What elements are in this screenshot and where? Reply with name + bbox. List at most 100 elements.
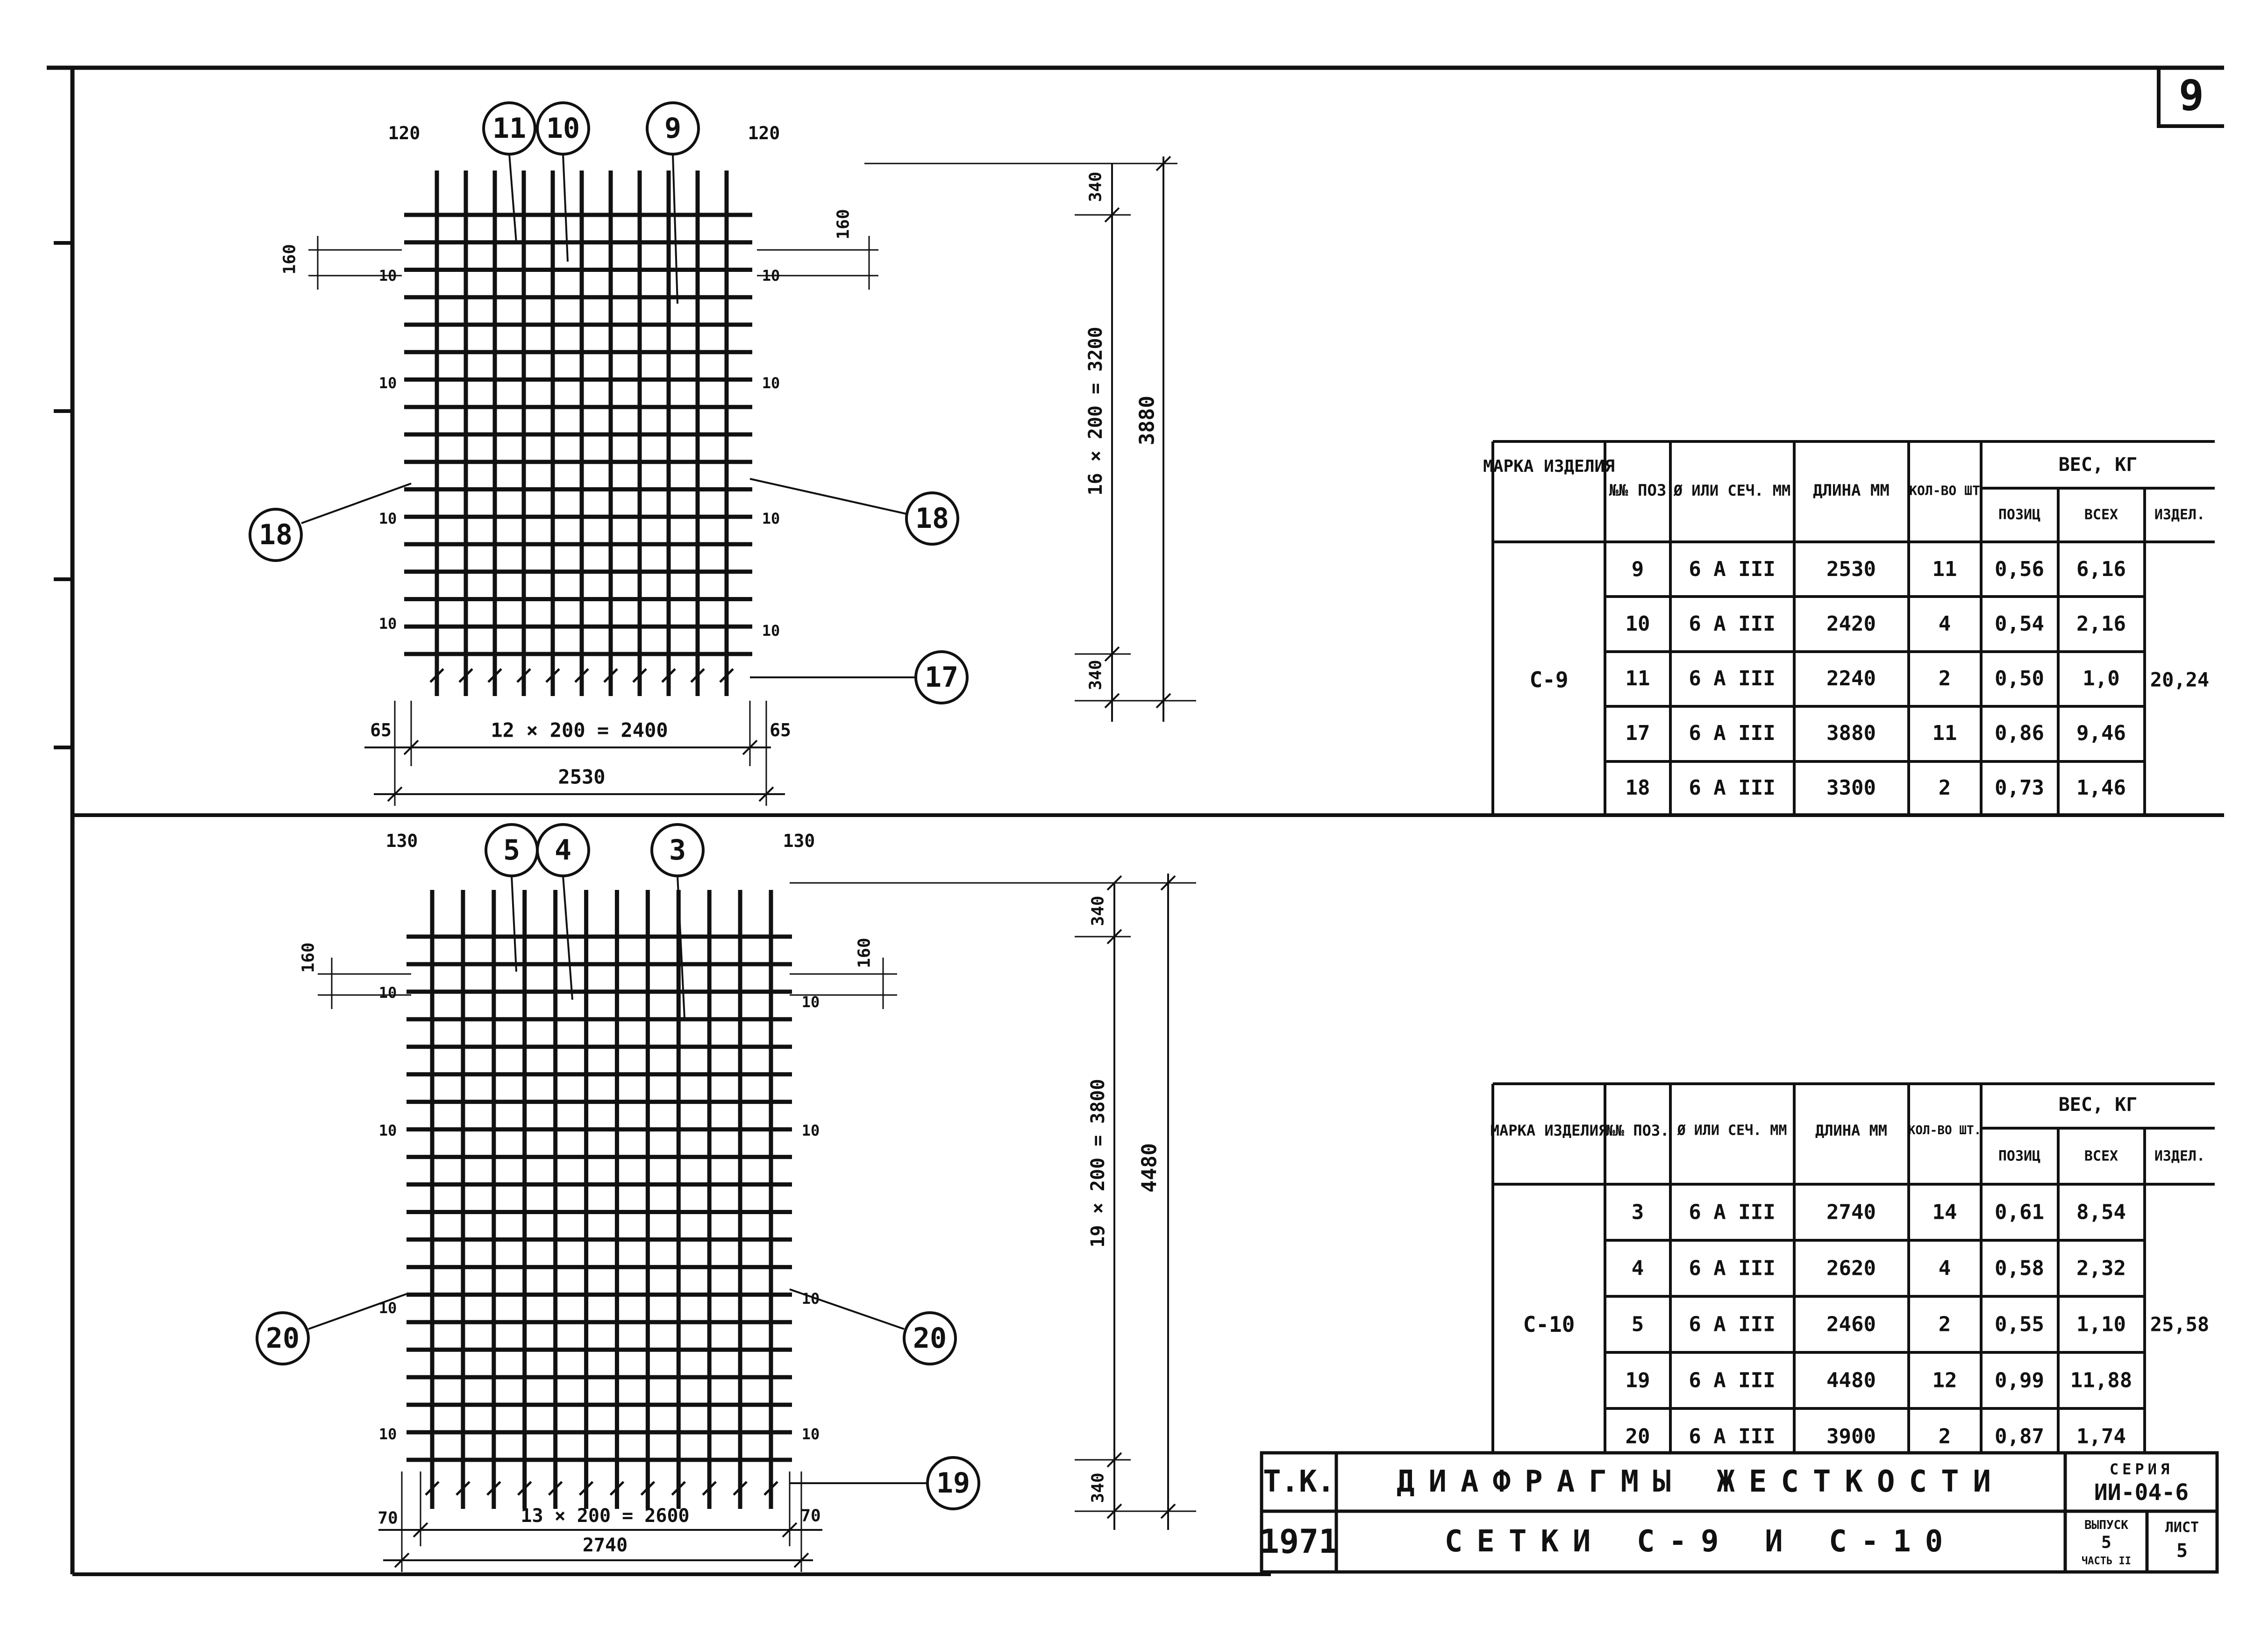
table-c9-cell: 3300 — [1826, 776, 1876, 800]
ten-label: 10 — [762, 374, 780, 392]
header-length: ДЛИНА ММ — [1815, 1122, 1887, 1139]
mesh-c10-height-dims: 340 19 × 200 = 3800 340 4480 — [790, 874, 1196, 1530]
ten-label: 10 — [379, 374, 397, 392]
table-c9-cell: 0,54 — [1995, 612, 2044, 636]
table-c10-cell: 8,54 — [2076, 1201, 2126, 1224]
bar-tick — [733, 1481, 748, 1496]
table-c10-cell: 6 А III — [1689, 1369, 1775, 1393]
ten-label: 10 — [762, 510, 780, 527]
table-c9-cell: 2240 — [1826, 667, 1876, 690]
dim-340-top: 340 — [1086, 171, 1105, 202]
table-c10-cell: 2 — [1939, 1425, 1951, 1449]
callout-19: 19 — [936, 1467, 970, 1500]
table-c10-cell: 6 А III — [1689, 1425, 1775, 1449]
drawing-title: ДИАФРАГМЫ ЖЕСТКОСТИ — [1397, 1464, 2005, 1499]
edge-130-left: 130 — [386, 831, 418, 851]
table-c9-cell: 4 — [1939, 612, 1951, 636]
table-c9-cell: 0,86 — [1995, 721, 2044, 745]
header-diameter: Ø ИЛИ СЕЧ. ММ — [1677, 1123, 1787, 1139]
issue-label: ВЫПУСК — [2084, 1518, 2128, 1532]
mark-value: С-9 — [1529, 667, 1568, 692]
ten-label: 10 — [379, 267, 397, 284]
table-c10-cell: 0,61 — [1995, 1201, 2044, 1224]
ten-label: 10 — [802, 1425, 820, 1443]
dim-13x200: 13 × 200 = 2600 — [521, 1505, 689, 1527]
callout-17: 17 — [925, 661, 958, 694]
header-weight-item: ИЗДЕЛ. — [2154, 507, 2205, 523]
bar-tick — [640, 1481, 656, 1496]
spec-table-c9: МАРКА ИЗДЕЛИЯ №№ ПОЗ Ø ИЛИ СЕЧ. ММ ДЛИНА… — [1483, 440, 2215, 815]
callout-5: 5 — [503, 834, 520, 867]
bar-tick — [458, 668, 473, 683]
callout-18-right: 18 — [915, 502, 949, 535]
mesh-c10-bar-callouts: 5 4 3 20 20 19 — [256, 823, 980, 1510]
callout-18-left: 18 — [259, 519, 292, 551]
table-c10-cell: 2460 — [1826, 1313, 1876, 1337]
bar-tick — [425, 1481, 440, 1496]
header-diameter: Ø ИЛИ СЕЧ. ММ — [1673, 482, 1790, 499]
header-count: КОЛ-ВО ШТ. — [1908, 1123, 1982, 1137]
bar-tick — [545, 668, 560, 683]
table-c10-cell: 3 — [1632, 1201, 1644, 1224]
table-c9-cell: 2420 — [1826, 612, 1876, 636]
mesh-c9-height-dims: 340 16 × 200 = 3200 340 3880 — [864, 156, 1196, 722]
table-c9-cell: 6,16 — [2076, 557, 2126, 581]
header-pos: №№ ПОЗ — [1609, 481, 1667, 500]
code-text: Т.К. — [1263, 1464, 1335, 1499]
ten-label: 10 — [379, 615, 397, 633]
table-c9-cell: 17 — [1626, 721, 1650, 745]
bar-tick — [456, 1481, 471, 1496]
header-weight: ВЕС, КГ — [2059, 454, 2138, 476]
callout-20-left: 20 — [266, 1322, 300, 1355]
dim-70-left: 70 — [378, 1509, 398, 1528]
dim-4480: 4480 — [1138, 1143, 1162, 1193]
ten-label: 10 — [379, 984, 397, 1002]
callout-20-right: 20 — [913, 1322, 947, 1355]
table-c10-cell: 0,55 — [1995, 1313, 2044, 1337]
offset-160-left: 160 — [299, 942, 318, 973]
total-weight: 20,24 — [2150, 668, 2209, 691]
callout-9: 9 — [664, 112, 681, 145]
table-c9-cell: 9 — [1632, 557, 1644, 581]
ten-label: 10 — [379, 1425, 397, 1443]
bar-tick — [578, 1481, 594, 1496]
issue-value: 5 — [2101, 1533, 2111, 1552]
table-c10-cell: 20 — [1626, 1425, 1650, 1449]
edge-120-left: 120 — [388, 123, 421, 143]
table-c9-cell: 1,0 — [2083, 667, 2119, 690]
table-c10-cell: 5 — [1632, 1313, 1644, 1337]
bar-tick — [661, 668, 676, 683]
ten-label: 10 — [802, 1290, 820, 1308]
table-c9-cell: 6 А III — [1689, 557, 1775, 581]
sheet-label: ЛИСТ — [2165, 1520, 2199, 1536]
table-c9-cell: 0,73 — [1995, 776, 2044, 800]
header-mark: МАРКА ИЗДЕЛИЯ — [1491, 1122, 1607, 1139]
callout-11: 11 — [492, 112, 526, 145]
offset-160-left: 160 — [280, 244, 300, 274]
mesh-c10-grid — [407, 890, 792, 1509]
table-c10-cell: 2 — [1939, 1313, 1951, 1337]
table-c10-cell: 2740 — [1826, 1201, 1876, 1224]
series-value: ИИ-04-6 — [2094, 1479, 2189, 1506]
table-c10-cell: 4 — [1939, 1257, 1951, 1280]
dim-16x200: 16 × 200 = 3200 — [1085, 327, 1106, 495]
mesh-c9-bar-callouts: 11 10 9 18 18 17 — [249, 101, 969, 704]
header-pos: №№ ПОЗ. — [1606, 1122, 1669, 1139]
table-c9-cell: 1,46 — [2076, 776, 2126, 800]
dim-2740: 2740 — [583, 1535, 628, 1556]
dim-70-right: 70 — [800, 1507, 820, 1526]
table-c9-cell: 0,50 — [1995, 667, 2044, 690]
table-c10-cell: 4480 — [1826, 1369, 1876, 1393]
ten-label: 10 — [379, 1122, 397, 1139]
table-c9-cell: 2 — [1939, 776, 1951, 800]
sheet-number: 9 — [2179, 71, 2204, 121]
table-c9-cell: 11 — [1933, 721, 1957, 745]
header-weight-item: ИЗДЕЛ. — [2154, 1148, 2205, 1165]
mesh-c9-labels: 120 120 160 160 10 10 10 10 10 10 10 10 — [280, 123, 878, 640]
bar-tick — [574, 668, 589, 683]
table-c9-cell: 18 — [1626, 776, 1650, 800]
header-weight-pos: ПОЗИЦ — [1998, 1148, 2040, 1165]
table-c10-cell: 2620 — [1826, 1257, 1876, 1280]
bar-tick — [632, 668, 647, 683]
